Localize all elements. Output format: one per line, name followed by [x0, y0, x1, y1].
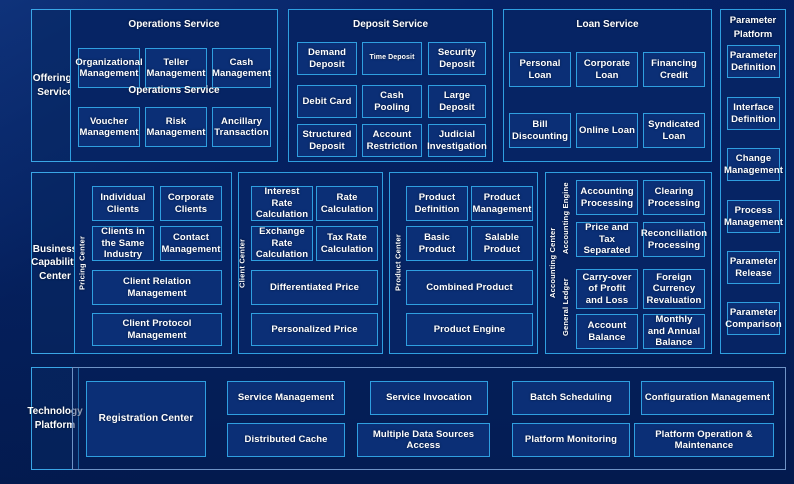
- box-corporate-loan[interactable]: Corporate Loan: [576, 52, 638, 87]
- box-time-deposit[interactable]: Time Deposit: [362, 42, 422, 75]
- panel-product-center-vlabel: Product Center: [393, 234, 403, 292]
- box-account-balance[interactable]: Account Balance: [576, 314, 638, 349]
- box-voucher-management[interactable]: Voucher Management: [78, 107, 140, 147]
- box-service-management[interactable]: Service Management: [227, 381, 345, 415]
- group-accounting-engine-vlabel: Accounting Engine: [561, 182, 570, 254]
- box-online-loan[interactable]: Online Loan: [576, 113, 638, 148]
- box-monthly-and-annual-balance[interactable]: Monthly and Annual Balance: [643, 314, 705, 349]
- box-parameter-release[interactable]: Parameter Release: [727, 251, 780, 284]
- box-bill-discounting[interactable]: Bill Discounting: [509, 113, 571, 148]
- box-change-management[interactable]: Change Management: [724, 148, 783, 181]
- box-client-protocol-management[interactable]: Client Protocol Management: [92, 313, 222, 346]
- rail-business-capability-center-label: Business Capability Center: [31, 243, 79, 282]
- panel-loan-service-title: Loan Service: [576, 19, 639, 30]
- box-large-deposit[interactable]: Large Deposit: [428, 85, 486, 118]
- box-differentiated-price[interactable]: Differentiated Price: [251, 270, 378, 305]
- box-individual-clients[interactable]: Individual Clients: [92, 186, 154, 221]
- box-account-restriction[interactable]: Account Restriction: [362, 124, 422, 157]
- box-clients-in-the-same-industry[interactable]: Clients in the Same Industry: [92, 226, 154, 261]
- box-syndicated-loan[interactable]: Syndicated Loan: [643, 113, 705, 148]
- box-teller-management[interactable]: Teller Management: [145, 48, 207, 88]
- box-corporate-clients[interactable]: Corporate Clients: [160, 186, 222, 221]
- box-basic-product[interactable]: Basic Product: [406, 226, 468, 261]
- panel-operations-service-subtitle: Operations Service: [128, 85, 220, 96]
- panel-parameter-platform-title: Parameter Platform: [729, 15, 777, 40]
- box-demand-deposit[interactable]: Demand Deposit: [297, 42, 357, 75]
- box-security-deposit[interactable]: Security Deposit: [428, 42, 486, 75]
- rail-business-capability-center[interactable]: Business Capability Center: [31, 172, 79, 354]
- panel-operations-service-title: Operations Service: [128, 19, 220, 30]
- box-carry-over-of-profit-and-loss[interactable]: Carry-over of Profit and Loss: [576, 269, 638, 309]
- box-rate-calculation[interactable]: Rate Calculation: [316, 186, 378, 221]
- group-general-ledger-vlabel: General Ledger: [561, 278, 570, 336]
- box-product-management[interactable]: Product Management: [471, 186, 533, 221]
- box-risk-management[interactable]: Risk Management: [145, 107, 207, 147]
- box-parameter-definition[interactable]: Parameter Definition: [727, 45, 780, 78]
- panel-pricing-center-vlabel: Pricing Center: [77, 235, 87, 291]
- box-personalized-price[interactable]: Personalized Price: [251, 313, 378, 346]
- rail-technology-platform[interactable]: Technology Platform: [27, 367, 83, 470]
- panel-accounting-center-vlabel: Accounting Center: [548, 227, 557, 299]
- box-configuration-management[interactable]: Configuration Management: [641, 381, 774, 415]
- box-organizational-management[interactable]: Organizational Management: [75, 48, 143, 88]
- box-reconciliation-processing[interactable]: Reconciliation Processing: [641, 222, 707, 257]
- box-platform-operation-maintenance[interactable]: Platform Operation & Maintenance: [634, 423, 774, 457]
- box-process-management[interactable]: Process Management: [724, 200, 783, 233]
- box-service-invocation[interactable]: Service Invocation: [370, 381, 488, 415]
- box-distributed-cache[interactable]: Distributed Cache: [227, 423, 345, 457]
- box-combined-product[interactable]: Combined Product: [406, 270, 533, 305]
- box-foreign-currency-revaluation[interactable]: Foreign Currency Revaluation: [643, 269, 705, 309]
- box-tax-rate-calculation[interactable]: Tax Rate Calculation: [316, 226, 378, 261]
- box-platform-monitoring[interactable]: Platform Monitoring: [512, 423, 630, 457]
- box-product-engine[interactable]: Product Engine: [406, 313, 533, 346]
- box-clearing-processing[interactable]: Clearing Processing: [643, 180, 705, 215]
- box-salable-product[interactable]: Salable Product: [471, 226, 533, 261]
- box-registration-center[interactable]: Registration Center: [86, 381, 206, 457]
- box-interest-rate-calculation[interactable]: Interest Rate Calculation: [251, 186, 313, 221]
- rail-offerings-service-label: Offerings Service: [32, 73, 78, 98]
- box-cash-pooling[interactable]: Cash Pooling: [362, 85, 422, 118]
- box-debit-card[interactable]: Debit Card: [297, 85, 357, 118]
- box-batch-scheduling[interactable]: Batch Scheduling: [512, 381, 630, 415]
- panel-deposit-service-title: Deposit Service: [352, 19, 429, 30]
- box-personal-loan[interactable]: Personal Loan: [509, 52, 571, 87]
- box-exchange-rate-calculation[interactable]: Exchange Rate Calculation: [251, 226, 313, 261]
- box-multiple-data-sources-access[interactable]: Multiple Data Sources Access: [357, 423, 490, 457]
- box-parameter-comparison[interactable]: Parameter Comparison: [725, 302, 782, 335]
- box-cash-management[interactable]: Cash Management: [212, 48, 271, 88]
- box-ancillary-transaction[interactable]: Ancillary Transaction: [212, 107, 271, 147]
- box-client-relation-management[interactable]: Client Relation Management: [92, 270, 222, 305]
- box-judicial-investigation[interactable]: Judicial Investigation: [427, 124, 487, 157]
- rail-technology-platform-label: Technology Platform: [27, 406, 83, 431]
- box-contact-management[interactable]: Contact Management: [160, 226, 222, 261]
- box-price-and-tax-separated[interactable]: Price and Tax Separated: [576, 222, 638, 257]
- box-interface-definition[interactable]: Interface Definition: [727, 97, 780, 130]
- box-product-definition[interactable]: Product Definition: [406, 186, 468, 221]
- box-financing-credit[interactable]: Financing Credit: [643, 52, 705, 87]
- panel-client-center-vlabel: Client Center: [237, 238, 247, 288]
- box-accounting-processing[interactable]: Accounting Processing: [576, 180, 638, 215]
- box-structured-deposit[interactable]: Structured Deposit: [297, 124, 357, 157]
